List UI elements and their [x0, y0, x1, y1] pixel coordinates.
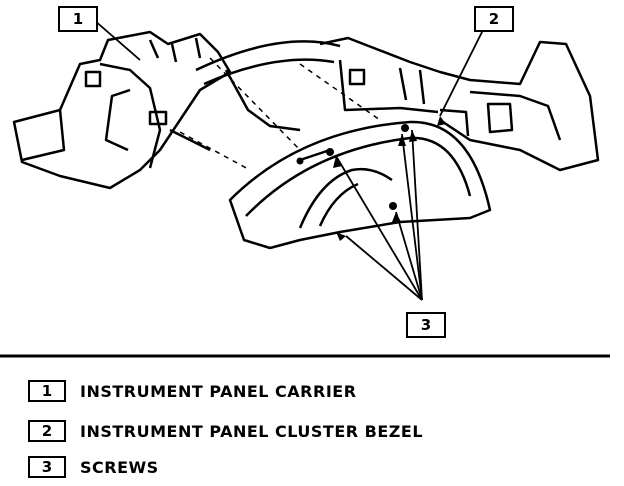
leader-3d	[395, 211, 423, 301]
legend-number-3: 3	[28, 456, 66, 478]
leader-3c	[401, 133, 423, 301]
legend-item-3: 3 SCREWS	[28, 454, 159, 480]
arrowheads	[333, 116, 446, 241]
legend-label-2: INSTRUMENT PANEL CLUSTER BEZEL	[80, 421, 424, 441]
leader-3e	[411, 129, 423, 301]
legend-label-3: SCREWS	[80, 457, 159, 477]
screw-1	[326, 148, 334, 156]
legend-number-1: 1	[28, 380, 66, 402]
legend-number-2: 2	[28, 420, 66, 442]
alignment-lines	[179, 57, 381, 171]
callout-1: 1	[58, 6, 98, 32]
legend-label-1: INSTRUMENT PANEL CARRIER	[80, 381, 357, 401]
carrier-right-side	[319, 36, 600, 172]
screw-4	[296, 157, 304, 165]
callout-2: 2	[474, 6, 514, 32]
screws	[296, 124, 409, 210]
leader-1	[93, 19, 141, 61]
instrument-cluster-bezel	[228, 120, 492, 250]
instrument-panel-carrier	[12, 30, 232, 190]
screw-2	[401, 124, 409, 132]
leader-2	[439, 27, 485, 117]
legend-item-1: 1 INSTRUMENT PANEL CARRIER	[28, 378, 357, 404]
callout-3: 3	[406, 312, 446, 338]
leader-3a	[335, 155, 423, 301]
callout-leaders	[93, 19, 485, 301]
legend-item-2: 2 INSTRUMENT PANEL CLUSTER BEZEL	[28, 418, 423, 444]
screw-3	[389, 202, 397, 210]
leader-3b	[345, 235, 423, 301]
